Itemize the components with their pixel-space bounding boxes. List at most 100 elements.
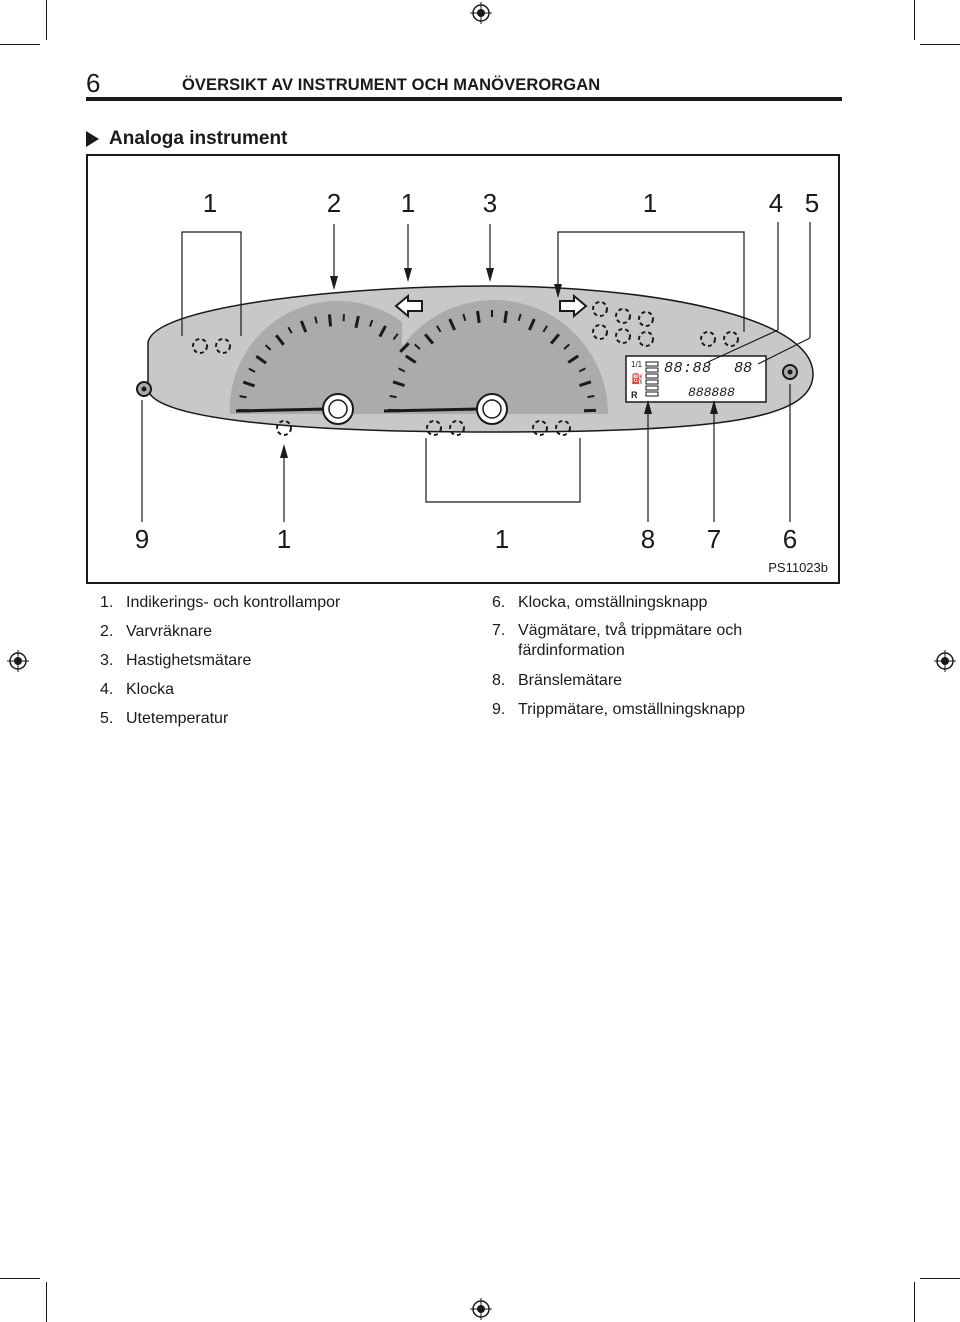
legend-item: 1.Indikerings- och kontrollampor bbox=[100, 588, 340, 617]
fuel-pump-icon: ⛽ bbox=[631, 372, 643, 385]
lcd-odometer: 888888 bbox=[688, 385, 735, 400]
legend-num: 5. bbox=[100, 710, 114, 727]
gauge-tick bbox=[287, 326, 293, 334]
gauge-tick bbox=[239, 395, 247, 399]
bottom-callout-numbers: 9 1 1 8 7 6 bbox=[135, 524, 797, 554]
gauge-tick bbox=[567, 354, 580, 364]
fuel-gauge-bars bbox=[645, 361, 659, 397]
legend-item: 6. Klocka, omställningsknapp bbox=[492, 588, 812, 617]
lcd-clock: 88:88 bbox=[664, 360, 712, 377]
fuel-reverse-label: R bbox=[631, 390, 638, 400]
gauge-tick bbox=[398, 367, 406, 373]
instrument-cluster-figure: 1/1 ⛽ R 88:88 88 888888 1 2 1 bbox=[86, 154, 840, 584]
legend-num: 2. bbox=[100, 623, 114, 640]
fuel-full-label: 1/1 bbox=[631, 360, 643, 369]
crop-mark bbox=[0, 44, 40, 45]
speedometer-needle bbox=[383, 407, 481, 413]
gauge-tick bbox=[255, 355, 268, 365]
legend-num: 4. bbox=[100, 681, 114, 698]
gauge-tick bbox=[328, 314, 333, 327]
turn-signal-right-icon bbox=[559, 293, 588, 319]
legend-item: 3. Hastighetsmätare bbox=[100, 646, 340, 675]
gauge-tick bbox=[436, 325, 442, 333]
header-rule bbox=[86, 97, 842, 101]
figure-code: PS11023b bbox=[768, 560, 828, 575]
legend-num: 8. bbox=[492, 672, 506, 689]
callout-number: 1 bbox=[203, 188, 217, 218]
callout-number: 4 bbox=[769, 188, 783, 218]
lcd-outside-temp: 88 bbox=[734, 360, 752, 377]
tachometer-needle bbox=[235, 407, 329, 413]
callout-number: 1 bbox=[495, 524, 509, 554]
callout-number: 7 bbox=[707, 524, 721, 554]
legend-text: Bränslemätare bbox=[518, 672, 623, 689]
callout-number: 1 bbox=[643, 188, 657, 218]
gauge-tick bbox=[563, 343, 570, 350]
gauge-tick bbox=[414, 343, 421, 350]
gauge-tick bbox=[392, 333, 399, 341]
legend-num: 6. bbox=[492, 594, 506, 611]
callout-number: 2 bbox=[327, 188, 341, 218]
callout-number: 9 bbox=[135, 524, 149, 554]
registration-mark-icon bbox=[934, 650, 956, 672]
gauge-tick bbox=[587, 394, 595, 399]
callout-number: 8 bbox=[641, 524, 655, 554]
section-heading-text: Analoga instrument bbox=[109, 128, 288, 149]
callout-arrowheads bbox=[280, 268, 718, 458]
gauge-tick bbox=[248, 367, 256, 373]
gauge-tick bbox=[368, 319, 374, 327]
callout-number: 1 bbox=[277, 524, 291, 554]
lcd-display bbox=[625, 355, 767, 403]
crop-mark bbox=[46, 1282, 47, 1322]
gauge-tick bbox=[299, 320, 308, 333]
callout-number: 3 bbox=[483, 188, 497, 218]
section-heading: Analoga instrument bbox=[86, 128, 287, 150]
gauge-tick bbox=[314, 316, 318, 324]
legend-right: 6. Klocka, omställningsknapp 7. Vägmätare,… bbox=[492, 588, 812, 724]
gauge-tick bbox=[264, 344, 272, 351]
triangle-bullet-icon bbox=[86, 131, 99, 147]
legend-text: Klocka, omställningsknapp bbox=[518, 594, 708, 611]
legend-num: 7. bbox=[492, 622, 506, 639]
registration-mark-icon bbox=[7, 650, 29, 672]
gauge-tick bbox=[476, 310, 481, 324]
turn-signal-left-icon bbox=[394, 293, 423, 319]
gauge-tick bbox=[542, 325, 548, 333]
legend-text: Trippmätare, omställningsknapp bbox=[518, 701, 746, 718]
crop-mark bbox=[920, 44, 960, 45]
gauge-tick bbox=[503, 310, 508, 324]
gauge-tick bbox=[462, 313, 467, 322]
crop-mark bbox=[46, 0, 47, 40]
crop-mark bbox=[920, 1278, 960, 1279]
callout-number: 1 bbox=[401, 188, 415, 218]
gauge-tick bbox=[378, 325, 387, 338]
legend-left: 1.Indikerings- och kontrollampor 2. Varvr… bbox=[100, 588, 340, 733]
legend-text: Vägmätare, två trippmätare och färdinfor… bbox=[518, 622, 743, 659]
legend-text: Varvräknare bbox=[126, 623, 212, 640]
gauge-tick bbox=[424, 333, 435, 345]
legend-text: Hastighetsmätare bbox=[126, 652, 252, 669]
legend-num: 3. bbox=[100, 652, 114, 669]
legend-item: 8. Bränslemätare bbox=[492, 666, 812, 695]
gauge-tick bbox=[404, 354, 417, 364]
indicator-lamps bbox=[192, 301, 739, 436]
legend-item: 5. Utetemperatur bbox=[100, 704, 340, 733]
legend-text: Utetemperatur bbox=[126, 710, 229, 727]
gauge-tick bbox=[399, 342, 410, 353]
gauge-tick bbox=[549, 333, 560, 345]
tachometer-face bbox=[229, 300, 402, 414]
crop-mark bbox=[914, 1282, 915, 1322]
legend-num: 9. bbox=[492, 701, 506, 718]
legend-text: Klocka bbox=[126, 681, 175, 698]
chapter-title: ÖVERSIKT AV INSTRUMENT OCH MANÖVERORGAN bbox=[182, 76, 601, 94]
instrument-cluster-illustration: 1/1 ⛽ R 88:88 88 888888 1 2 1 bbox=[135, 188, 828, 575]
legend-item: 9. Trippmätare, omställningsknapp bbox=[492, 695, 812, 724]
gauge-tick bbox=[578, 367, 586, 373]
legend-num: 1. bbox=[100, 594, 114, 611]
gauge-tick bbox=[354, 315, 360, 329]
gauge-ticks bbox=[238, 310, 596, 413]
legend-item: 4. Klocka bbox=[100, 675, 340, 704]
crop-mark bbox=[0, 1278, 40, 1279]
callout-leaders bbox=[141, 222, 811, 522]
gauge-tick bbox=[392, 380, 405, 387]
